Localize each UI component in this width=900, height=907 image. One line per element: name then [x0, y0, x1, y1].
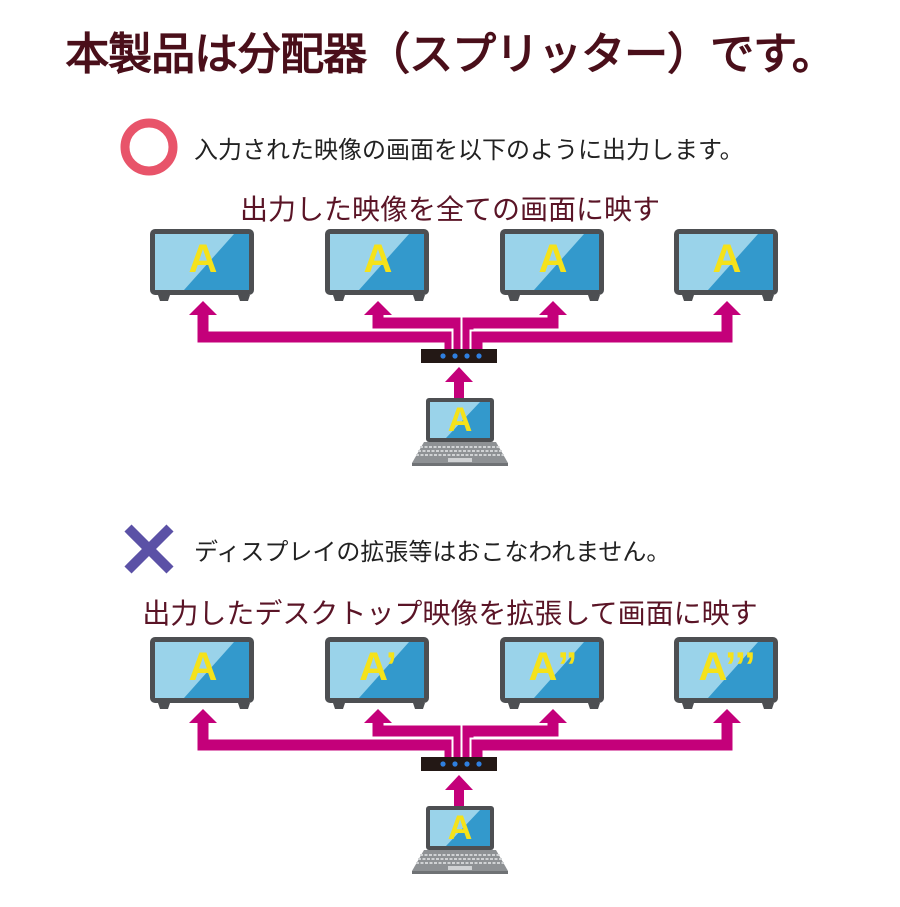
monitor-stand	[158, 295, 170, 301]
monitor-icon	[674, 229, 778, 301]
splitter-device	[421, 349, 497, 363]
splitter-device	[421, 757, 497, 771]
diagram-graphic	[150, 229, 778, 466]
laptop-touchpad	[448, 866, 472, 870]
laptop-label: A	[447, 401, 473, 439]
screen-highlight	[430, 402, 480, 438]
laptop-icon	[412, 398, 508, 466]
monitor-stand	[238, 295, 250, 301]
arrow-up-icon	[539, 709, 567, 723]
arrow-up-icon	[713, 709, 741, 723]
monitor-stand	[158, 703, 170, 709]
monitor-label: A	[712, 237, 742, 281]
arrow-up-icon	[713, 301, 741, 315]
monitor-icon	[150, 229, 254, 301]
laptop-icon	[412, 806, 508, 874]
splitter-led	[452, 761, 458, 767]
arrow-up-icon	[189, 709, 217, 723]
monitor-stand	[238, 703, 250, 709]
monitor-icon	[500, 637, 604, 709]
monitor-label: A	[538, 237, 568, 281]
arrow-up-icon	[364, 709, 392, 723]
screen-highlight	[155, 642, 234, 698]
ok-note-text: 入力された映像の画面を以下のように出力します。	[194, 135, 744, 164]
splitter-led	[440, 353, 446, 359]
cable	[471, 715, 733, 757]
screen-highlight	[330, 642, 409, 698]
screen-highlight	[155, 234, 234, 290]
splitter-diagram-extend: A A’ A” A’’’ A	[0, 633, 900, 903]
monitor-icon	[150, 637, 254, 709]
laptop-touchpad	[448, 458, 472, 462]
screen-highlight	[679, 234, 758, 290]
monitor-stand	[333, 703, 345, 709]
monitor-stand	[413, 703, 425, 709]
arrow-up-icon	[445, 775, 473, 790]
monitor-stand	[682, 295, 694, 301]
monitor-stand	[413, 295, 425, 301]
arrow-up-icon	[189, 301, 217, 315]
circle-ok-icon	[120, 118, 178, 176]
splitter-led	[452, 353, 458, 359]
monitor-label: A	[188, 237, 218, 281]
monitor-icon	[325, 229, 429, 301]
ng-note-text: ディスプレイの拡張等はおこなわれません。	[194, 537, 671, 566]
arrow-up-icon	[364, 301, 392, 315]
monitor-label: A’	[359, 645, 397, 689]
monitor-label: A	[188, 645, 218, 689]
splitter-led	[476, 353, 482, 359]
splitter-led	[440, 761, 446, 767]
cross-ng-icon	[124, 524, 174, 574]
splitter-led	[476, 761, 482, 767]
monitor-stand	[333, 295, 345, 301]
ok-note: 入力された映像の画面を以下のように出力します。	[120, 118, 744, 176]
laptop-label: A	[447, 809, 473, 847]
monitor-label: A”	[528, 645, 578, 689]
input-cable	[454, 788, 464, 808]
laptop-base	[412, 871, 508, 874]
splitter-diagram-mirror: A A A A A	[0, 225, 900, 495]
monitor-stand	[762, 295, 774, 301]
ng-note: ディスプレイの拡張等はおこなわれません。	[120, 520, 670, 578]
screen-highlight	[505, 642, 584, 698]
laptop-base	[412, 463, 508, 466]
monitor-stand	[508, 295, 520, 301]
cable	[197, 715, 456, 757]
monitor-stand	[762, 703, 774, 709]
screen-highlight	[430, 810, 480, 846]
page-title: 本製品は分配器（スプリッター）です。	[65, 29, 836, 80]
monitor-label: A	[363, 237, 393, 281]
monitor-stand	[588, 295, 600, 301]
splitter-led	[464, 353, 470, 359]
monitor-stand	[588, 703, 600, 709]
cable	[197, 307, 456, 349]
monitor-stand	[508, 703, 520, 709]
arrow-up-icon	[539, 301, 567, 315]
monitor-label: A’’’	[698, 645, 756, 689]
input-cable	[454, 380, 464, 400]
cable	[471, 307, 733, 349]
splitter-led	[464, 761, 470, 767]
ok-subtitle: 出力した映像を全ての画面に映す	[239, 193, 660, 226]
screen-highlight	[505, 234, 584, 290]
monitor-icon	[500, 229, 604, 301]
monitor-icon	[674, 637, 778, 709]
monitor-stand	[682, 703, 694, 709]
monitor-icon	[325, 637, 429, 709]
ng-subtitle: 出力したデスクトップ映像を拡張して画面に映す	[142, 597, 758, 630]
diagram-graphic	[150, 637, 778, 874]
screen-highlight	[330, 234, 409, 290]
screen-highlight	[679, 642, 758, 698]
arrow-up-icon	[445, 367, 473, 382]
